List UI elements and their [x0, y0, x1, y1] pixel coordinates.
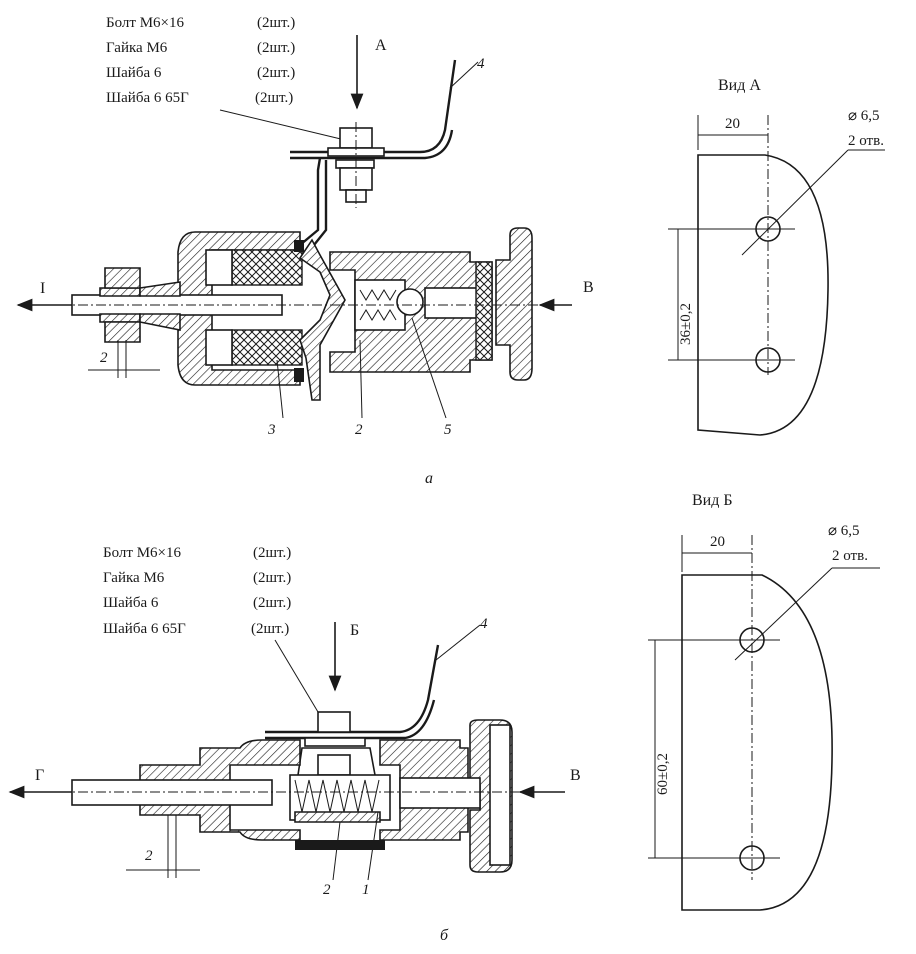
view-a: Вид А 20 36±0,2 ⌀ 6,5 2 отв.	[668, 77, 885, 436]
view-a-title: Вид А	[718, 77, 761, 94]
seal-lower-a	[231, 329, 303, 366]
spring-b	[294, 779, 380, 813]
part-a-3-qty: (2шт.)	[257, 65, 295, 81]
spring-a	[359, 289, 397, 321]
part-a-2-name: Гайка М6	[106, 40, 168, 56]
callout-4-b: 4	[480, 616, 488, 632]
dim-gap-b: 2	[145, 848, 153, 864]
view-b-hole-count: 2 отв.	[832, 548, 868, 564]
view-a-dim-spacing: 36±0,2	[678, 303, 694, 345]
part-a-1-name: Болт М6×16	[106, 15, 185, 31]
arrow-label-b: Б	[350, 622, 359, 639]
bolt-head-b	[317, 711, 351, 733]
diaphragm-a	[298, 238, 346, 401]
part-a-2-qty: (2шт.)	[257, 40, 295, 56]
leader-4-b	[435, 624, 481, 661]
seal-b	[295, 840, 385, 850]
callout-2-a: 2	[355, 422, 363, 438]
inflow-label-b: В	[570, 767, 581, 784]
part-a-4-name: Шайба 6 65Г	[106, 90, 189, 106]
part-b-1-qty: (2шт.)	[253, 545, 291, 561]
callout-1-b: 1	[362, 882, 370, 898]
callout-2-b: 2	[323, 882, 331, 898]
view-b-dim-width: 20	[710, 534, 725, 550]
bracket-b	[265, 644, 440, 734]
part-b-4-qty: (2шт.)	[251, 621, 289, 637]
caption-a: а	[425, 470, 433, 487]
parts-list-a: Болт М6×16 (2шт.) Гайка М6 (2шт.) Шайба …	[106, 15, 346, 141]
dim-gap-a: 2	[100, 350, 108, 366]
part-a-1-qty: (2шт.)	[257, 15, 295, 31]
bracket-a	[290, 59, 457, 154]
callout-5-a: 5	[444, 422, 452, 438]
part-b-1-name: Болт М6×16	[103, 545, 182, 561]
part-b-2-qty: (2шт.)	[253, 570, 291, 586]
view-b-hole-dia: ⌀ 6,5	[828, 523, 860, 539]
part-b-3-qty: (2шт.)	[253, 595, 291, 611]
end-cap-a	[495, 227, 533, 381]
view-a-dim-width: 20	[725, 116, 740, 132]
caption-b: б	[440, 927, 449, 944]
drawing-b: Болт М6×16 (2шт.) Гайка М6 (2шт.) Шайба …	[8, 545, 581, 944]
arrow-label-a: А	[375, 37, 387, 54]
seal-upper-a	[231, 249, 303, 286]
part-b-3-name: Шайба 6	[103, 595, 159, 611]
view-b-title: Вид Б	[692, 492, 733, 509]
ball-a	[396, 288, 424, 316]
leader-4-a	[449, 61, 479, 89]
leader-parts-b	[274, 639, 319, 713]
callout-3-a: 3	[267, 422, 276, 438]
parts-list-b: Болт М6×16 (2шт.) Гайка М6 (2шт.) Шайба …	[103, 545, 319, 713]
inflow-label-a: В	[583, 279, 594, 296]
view-b: Вид Б 20 60±0,2 ⌀ 6,5 2 отв.	[648, 492, 880, 911]
part-a-3-name: Шайба 6	[106, 65, 162, 81]
view-b-plate	[681, 574, 833, 911]
view-a-hole-count: 2 отв.	[848, 133, 884, 149]
outflow-label-b: Г	[35, 767, 44, 784]
view-a-plate	[697, 154, 829, 436]
part-a-4-qty: (2шт.)	[255, 90, 293, 106]
nut-fitting-a	[104, 267, 141, 289]
view-a-hole-dia: ⌀ 6,5	[848, 108, 880, 124]
outflow-label-a: I	[40, 280, 45, 297]
callout-4-a: 4	[477, 56, 485, 72]
part-b-4-name: Шайба 6 65Г	[103, 621, 186, 637]
leader-parts-a	[219, 109, 346, 141]
drawing-a: Болт М6×16 (2шт.) Гайка М6 (2шт.) Шайба …	[16, 15, 594, 487]
part-b-2-name: Гайка М6	[103, 570, 165, 586]
view-b-dim-spacing: 60±0,2	[655, 753, 671, 795]
